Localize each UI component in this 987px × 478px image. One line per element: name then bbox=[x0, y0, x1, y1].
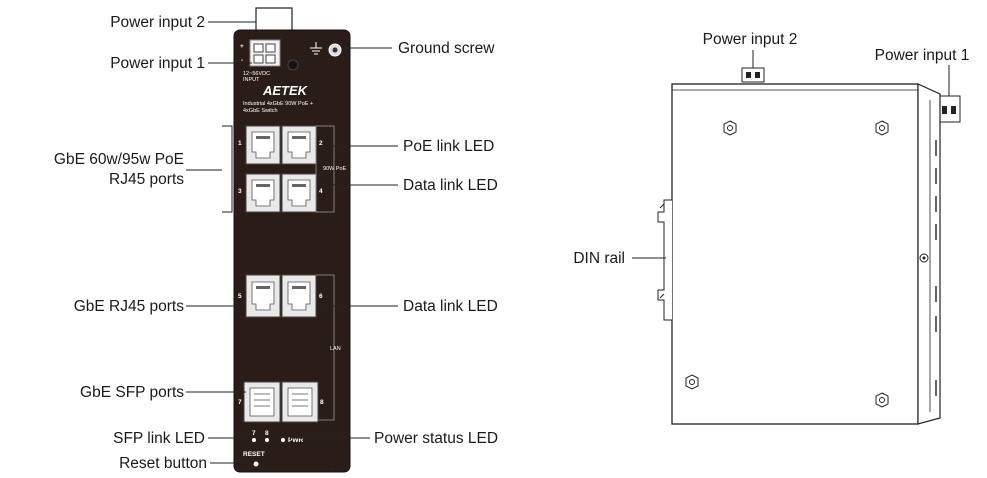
brand-logo: AETEK bbox=[262, 83, 309, 98]
mounting-hole bbox=[287, 59, 299, 71]
side-power-input-2-plug bbox=[741, 67, 765, 83]
model-line-1: Industrial 4xGbE 90W PoE + bbox=[243, 101, 313, 107]
label-side-power-input-1: Power input 1 bbox=[875, 47, 970, 64]
front-leader-lines bbox=[186, 21, 398, 464]
label-poe-link-led: PoE link LED bbox=[403, 138, 494, 155]
label-din-rail: DIN rail bbox=[573, 250, 625, 267]
sfp-port bbox=[243, 381, 281, 423]
sfp-link-led bbox=[265, 438, 269, 442]
label-sfp-link-led: SFP link LED bbox=[113, 430, 205, 447]
port-number: 4 bbox=[319, 188, 323, 195]
side-leader-lines bbox=[632, 50, 950, 259]
reset-tag: RESET bbox=[243, 451, 265, 458]
label-power-input-2: Power input 2 bbox=[110, 14, 205, 31]
port-number: 2 bbox=[319, 140, 323, 147]
label-data-link-led: Data link LED bbox=[403, 177, 498, 194]
led-number: 8 bbox=[265, 430, 269, 437]
power-status-led bbox=[281, 438, 285, 442]
label-power-status-led: Power status LED bbox=[374, 430, 498, 447]
front-view: + - 12~56VDC INPUT AETEK Industrial 4xGb… bbox=[54, 7, 498, 473]
led-number: 7 bbox=[252, 430, 256, 437]
label-poe-ports: GbE 60w/95w PoE bbox=[54, 151, 184, 168]
input-print: INPUT bbox=[243, 77, 260, 83]
lan-tag: LAN bbox=[330, 346, 341, 352]
terminal-plus: + bbox=[240, 43, 244, 50]
label-data-link-led: Data link LED bbox=[403, 298, 498, 315]
rj45-port bbox=[245, 274, 281, 318]
label-gbe-sfp-ports: GbE SFP ports bbox=[80, 384, 184, 401]
pwr-tag: PWR bbox=[288, 437, 303, 444]
side-screw bbox=[875, 392, 889, 408]
port-number: 6 bbox=[319, 293, 323, 300]
side-power-input-1-plug bbox=[937, 95, 961, 123]
ground-screw-center bbox=[332, 47, 338, 53]
port-number: 8 bbox=[320, 399, 324, 406]
port-number: 7 bbox=[238, 399, 242, 406]
terminal-slot-b bbox=[265, 43, 276, 53]
port-number: 5 bbox=[238, 293, 242, 300]
port-number: 1 bbox=[238, 140, 242, 147]
label-side-power-input-2: Power input 2 bbox=[703, 31, 798, 48]
side-front-panel bbox=[917, 83, 941, 425]
label-power-input-1: Power input 1 bbox=[110, 55, 205, 72]
lan-bracket bbox=[316, 274, 335, 421]
rj45-port bbox=[281, 125, 317, 165]
power-input-2-connector bbox=[255, 7, 293, 33]
rj45-port bbox=[245, 125, 281, 165]
label-reset-button: Reset button bbox=[119, 455, 207, 472]
sfp-link-led bbox=[252, 438, 256, 442]
model-line-2: 4xGbE Switch bbox=[243, 108, 278, 114]
rj45-port bbox=[245, 173, 281, 213]
side-screw bbox=[685, 374, 699, 390]
din-rail-clip bbox=[657, 199, 672, 321]
label-gbe-rj45-ports: GbE RJ45 ports bbox=[74, 298, 185, 315]
sfp-port bbox=[281, 381, 319, 423]
terminal-minus: - bbox=[241, 57, 243, 64]
terminal-slot-c bbox=[253, 54, 264, 64]
poe-rj45-port-group bbox=[245, 125, 317, 213]
poe-led-bracket bbox=[315, 125, 335, 213]
voltage-print: 12~56VDC bbox=[243, 71, 270, 77]
terminal-slot-d bbox=[265, 54, 276, 64]
label-ground-screw: Ground screw bbox=[398, 40, 495, 57]
side-screw bbox=[723, 120, 737, 136]
port-number: 3 bbox=[238, 188, 242, 195]
side-housing bbox=[671, 83, 919, 425]
poe-tag: 90W PoE bbox=[323, 166, 347, 172]
device-bottom-curve bbox=[329, 449, 349, 473]
terminal-slot-a bbox=[253, 43, 264, 53]
ground-icon bbox=[310, 42, 322, 55]
side-view: Power input 2 Power input 1 DIN rail bbox=[573, 31, 970, 425]
side-screw bbox=[875, 120, 889, 136]
reset-button bbox=[253, 461, 259, 467]
label-poe-ports-line2: RJ45 ports bbox=[109, 171, 184, 188]
sfp-port-group bbox=[243, 381, 319, 423]
rj45-port bbox=[281, 274, 317, 318]
gbe-rj45-port-group bbox=[245, 274, 317, 318]
rj45-port bbox=[281, 173, 317, 213]
